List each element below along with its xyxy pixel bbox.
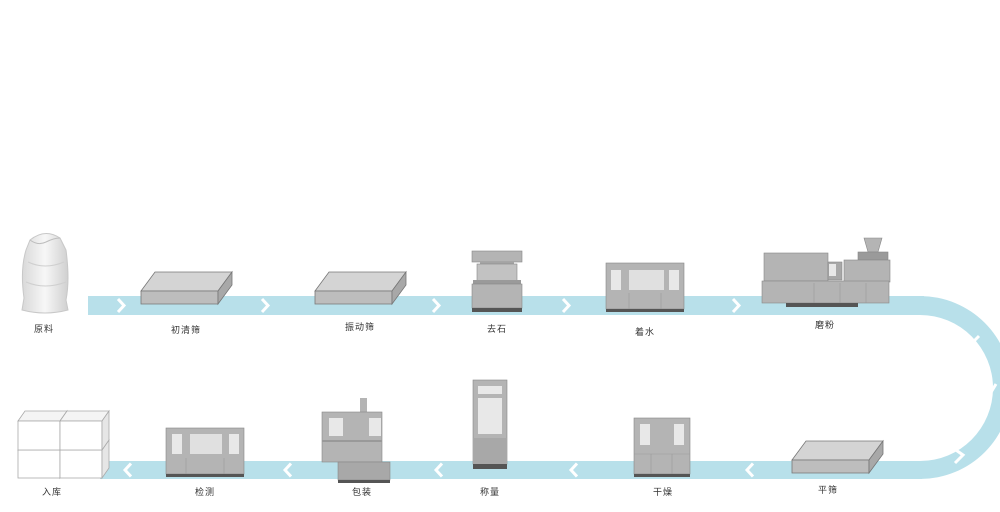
step-label-packaging: 包装 bbox=[351, 488, 373, 498]
flow-arrows-curve bbox=[952, 333, 998, 465]
dampening-machine-icon bbox=[605, 262, 685, 312]
plansifter-icon bbox=[791, 439, 884, 475]
step-label-milling: 磨粉 bbox=[814, 321, 836, 331]
step-label-raw-material: 原料 bbox=[33, 325, 55, 335]
step-label-inspection: 检测 bbox=[194, 488, 216, 498]
warehouse-boxes-icon bbox=[17, 409, 110, 480]
flow-arrows-bottom bbox=[122, 462, 755, 478]
flow-belt-curve bbox=[920, 296, 1000, 479]
flow-arrow bbox=[982, 383, 998, 397]
step-label-drying: 干燥 bbox=[652, 488, 674, 498]
flow-arrows-top bbox=[116, 297, 742, 314]
flow-arrow bbox=[282, 462, 293, 478]
step-label-pre-cleaning-sieve: 初清筛 bbox=[170, 326, 202, 336]
milling-machine-icon bbox=[761, 237, 891, 307]
step-label-dampening: 着水 bbox=[634, 328, 656, 338]
weighing-scale-icon bbox=[472, 379, 508, 469]
flow-arrow bbox=[962, 333, 981, 347]
flow-arrow bbox=[116, 297, 127, 314]
destoner-icon bbox=[471, 250, 523, 312]
flow-belt-bottom bbox=[100, 461, 922, 479]
flow-arrow bbox=[731, 297, 742, 314]
step-label-vibrating-sieve: 振动筛 bbox=[344, 323, 376, 333]
flow-arrow bbox=[568, 462, 579, 478]
step-label-plansifter: 平筛 bbox=[817, 486, 839, 496]
flow-arrow bbox=[431, 297, 442, 314]
packaging-machine-icon bbox=[321, 398, 391, 483]
step-label-weighing: 称量 bbox=[479, 488, 501, 498]
pre-cleaning-sieve-icon bbox=[140, 270, 233, 306]
flow-arrow bbox=[744, 462, 755, 478]
vibrating-sieve-icon bbox=[314, 270, 407, 306]
flow-arrow bbox=[260, 297, 271, 314]
step-label-warehousing: 入库 bbox=[41, 488, 63, 498]
flow-arrow bbox=[122, 462, 133, 478]
flow-arrow bbox=[952, 446, 966, 465]
flow-arrow bbox=[433, 462, 444, 478]
inspection-machine-icon bbox=[165, 427, 245, 477]
step-label-destoner: 去石 bbox=[486, 325, 508, 335]
dryer-icon bbox=[633, 417, 691, 477]
raw-material-bag-icon bbox=[21, 233, 69, 314]
flow-arrow bbox=[561, 297, 572, 314]
